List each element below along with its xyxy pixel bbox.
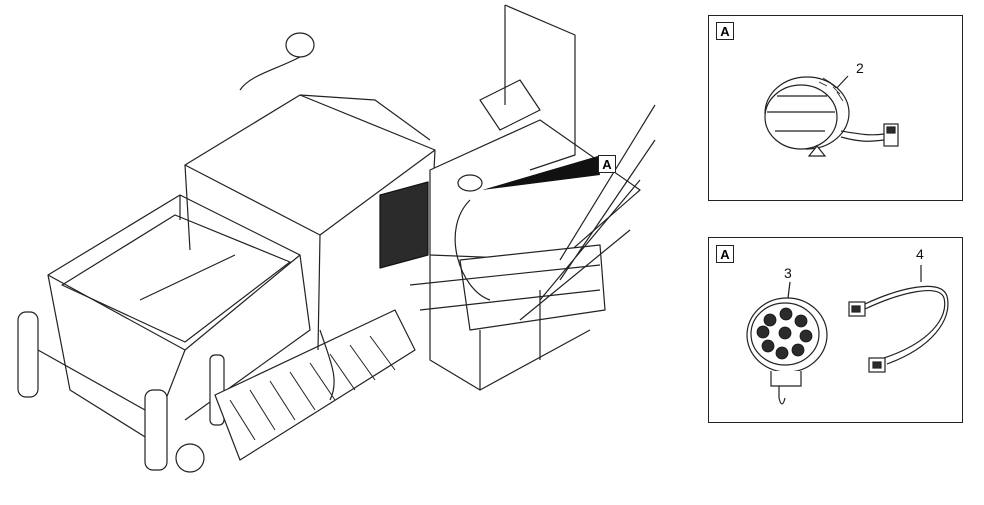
work-light-oval-drawing (764, 75, 899, 157)
work-light-round-and-cable-drawing (746, 265, 949, 405)
main-callout-tag: A (598, 155, 616, 173)
detail-box-bottom: A 3 4 (708, 237, 963, 423)
paver-machine-drawing (17, 4, 656, 473)
detail-box-top: A 2 (708, 15, 963, 201)
detail-bottom-tag: A (716, 245, 734, 263)
part-number-3: 3 (784, 265, 792, 281)
part-number-4: 4 (916, 246, 924, 262)
part-number-2: 2 (856, 60, 864, 76)
detail-top-tag: A (716, 22, 734, 40)
